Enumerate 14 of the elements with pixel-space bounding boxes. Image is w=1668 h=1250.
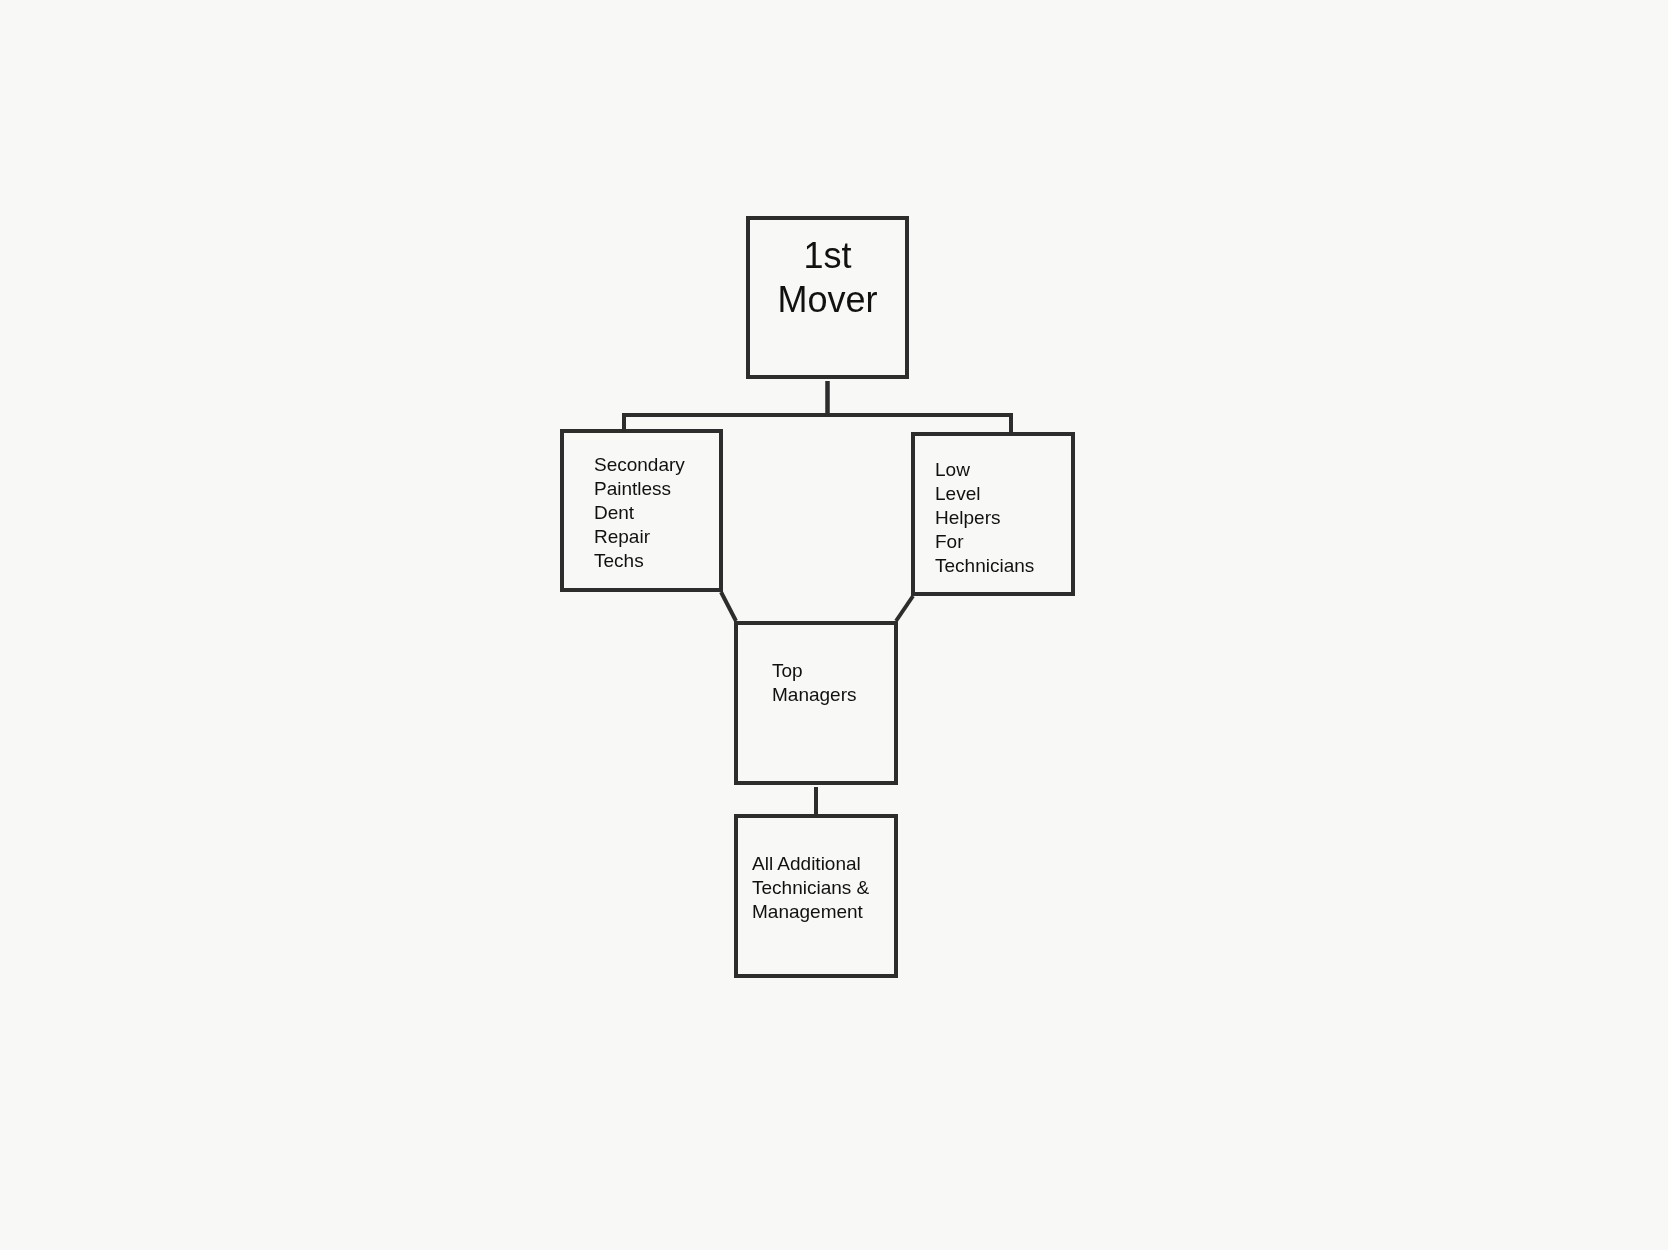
org-box — [560, 429, 723, 592]
connector-line — [719, 591, 738, 622]
connector-line — [894, 594, 915, 623]
org-box — [734, 621, 898, 785]
connector-line — [825, 381, 1013, 432]
box-title: 1st Mover — [776, 234, 879, 322]
box-label: All Additional Technicians & Management — [752, 852, 871, 924]
org-box — [911, 432, 1075, 596]
connector-line — [814, 787, 818, 814]
org-box — [746, 216, 909, 379]
box-label: Secondary Paintless Dent Repair Techs — [594, 453, 686, 573]
box-label: Low Level Helpers For Technicians — [935, 458, 1036, 578]
org-box — [734, 814, 898, 978]
box-label: Top Managers — [772, 659, 858, 707]
